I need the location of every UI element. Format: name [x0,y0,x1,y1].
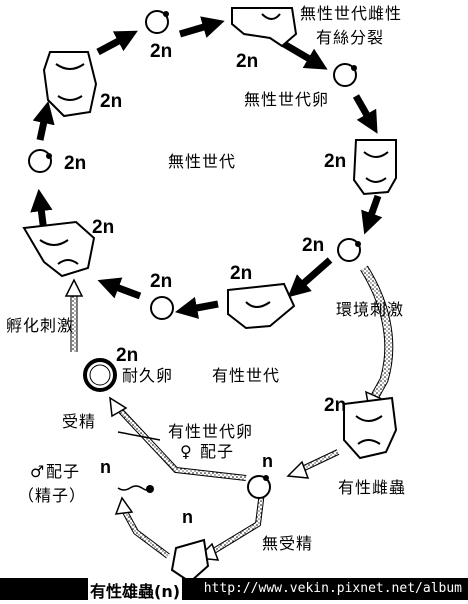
label-asexual-female-fission: 無性世代雌性 [300,4,403,23]
male-symbol: ♂ [30,462,46,481]
rotifer-sexual-female [343,396,398,460]
ploidy-2n-upper-left: 2n [100,91,123,112]
url-bar: http://www.vekin.pixnet.net/album [0,578,468,600]
rotifer-right [352,139,397,196]
arrow-egg-to-female-bottom [287,257,333,298]
egg-bottom [150,296,174,320]
ploidy-2n-bottom: 2n [230,263,253,284]
rotifer-fission [231,7,298,48]
egg-left [28,149,52,173]
egg-top [145,10,169,34]
ploidy-2n-resting: 2n [116,345,139,366]
source-url: http://www.vekin.pixnet.net/album [203,581,462,596]
label-sexual-generation: 有性世代 [212,366,281,385]
label-mitosis: 有絲分裂 [316,28,385,47]
label-sperm: （精子） [18,486,87,505]
label-fertilization: 受精 [62,412,97,431]
eggs [28,10,361,499]
label-environmental-stimulus: 環境刺激 [336,300,405,319]
ploidy-n-sperm: n [100,457,111,477]
ploidy-2n-top: 2n [150,41,173,62]
ploidy-2n-right-egg: 2n [302,235,325,256]
label-hatch-stimulus: 孵化刺激 [6,316,75,335]
rotifer-left [22,220,96,278]
ploidy-2n-fission: 2n [236,51,259,72]
rotifer-male [170,538,210,584]
ploidy-2n-bottom-left: 2n [150,271,173,292]
sperm-icon [117,485,149,491]
label-asexual-generation: 無性世代 [168,152,237,171]
ploidy-2n-left-female: 2n [92,217,115,238]
label-male-gamete: 配子 [46,462,81,481]
ploidy-2n-left-egg: 2n [64,153,87,174]
label-resting-egg: 耐久卵 [122,366,174,385]
arrow-female-upper-to-egg [96,30,138,56]
label-sexual-female: 有性雌蟲 [338,478,407,497]
arrow-egg-to-juvenile [352,94,378,134]
arrow-female-to-egg [361,194,383,235]
arrow-female-to-egg-bottom [174,296,219,319]
label-sexual-egg: 有性世代卵 [168,422,254,441]
label-unfertilized: 無受精 [262,534,314,553]
mictic-egg [247,475,271,499]
arrow-fission-to-egg [282,40,328,70]
arrow-egg-to-female-left [97,277,142,300]
arrow-egg-to-female-upper [32,101,55,141]
arrow-egg-to-female [179,16,225,38]
ploidy-2n-sexual-female: 2n [324,395,347,416]
ploidy-2n-right: 2n [324,151,347,172]
egg-right-upper [333,63,357,87]
label-sexual-male: 有性雄蟲(n) [88,578,183,602]
female-symbol: ♀ [180,442,193,461]
rotifer-females [22,7,398,584]
ploidy-n-egg: n [262,451,273,471]
ploidy-n-male: n [182,507,193,527]
asexual-cycle-arrows [30,16,383,319]
egg-right-lower [337,238,361,262]
label-female-gamete: 配子 [200,442,235,461]
label-asexual-egg: 無性世代卵 [244,90,330,109]
rotifer-upper-left [42,51,98,118]
